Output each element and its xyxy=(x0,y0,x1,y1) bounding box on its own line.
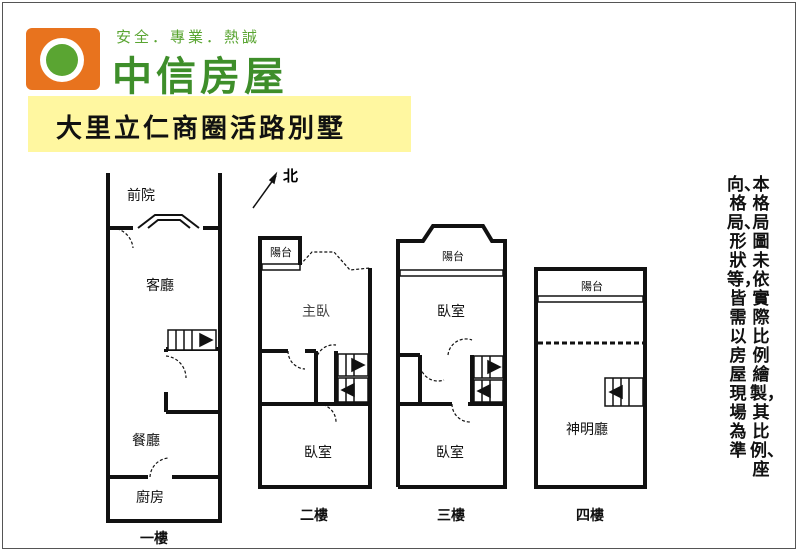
floor2-bay xyxy=(299,251,371,271)
compass-north-label: 北 xyxy=(283,167,299,185)
room-label-kitchen: 廚房 xyxy=(136,490,164,506)
floor-label-3: 三樓 xyxy=(437,508,465,524)
floor-label-4: 四樓 xyxy=(576,508,604,524)
floor2-door-swings xyxy=(287,344,337,423)
title-banner: 大里立仁商圈活路別墅 xyxy=(28,96,411,152)
room-label-f2-bedroom: 臥室 xyxy=(304,445,332,461)
floor1-door-swings xyxy=(111,227,187,478)
floor4-walls xyxy=(534,267,647,489)
floor3-stairs xyxy=(473,355,504,403)
room-label-f2-balcony: 陽台 xyxy=(270,246,292,259)
room-label-f4-balcony: 陽台 xyxy=(581,280,603,293)
room-label-f3-balcony: 陽台 xyxy=(442,250,464,263)
logo-globe-icon xyxy=(46,44,78,76)
room-label-living: 客廳 xyxy=(146,278,174,294)
floor4-stairs xyxy=(604,377,644,407)
floor1-bay-window xyxy=(137,214,200,229)
floor3-door-swings xyxy=(419,338,473,423)
floor2-stairs xyxy=(337,353,369,403)
slogan: 安全．專業．熱誠 xyxy=(116,28,261,46)
logo-circle xyxy=(40,38,84,82)
room-label-front-yard: 前院 xyxy=(127,188,155,204)
room-label-f3-bedroom-bottom: 臥室 xyxy=(436,445,464,461)
floor3-balcony-rail xyxy=(399,269,504,277)
floor-label-2: 二樓 xyxy=(300,508,328,524)
room-label-f3-bedroom-top: 臥室 xyxy=(437,304,465,320)
floor1-stairs xyxy=(167,329,217,351)
floor-label-1: 一樓 xyxy=(140,531,168,547)
room-label-shrine: 神明廳 xyxy=(566,422,608,438)
brand-name: 中信房屋 xyxy=(112,54,288,100)
floor4-balcony-rail xyxy=(537,295,644,303)
disclaimer-column-2: 向、格局、形狀等，皆需以房屋現場為準 xyxy=(727,175,761,461)
floor2-walls xyxy=(258,236,372,489)
compass-arrow-icon xyxy=(252,171,278,209)
floor2-balcony-rail xyxy=(261,263,301,271)
disclaimer-column-1: 本格局圖未依實際比例繪製，其比例、座 xyxy=(750,175,784,480)
room-label-dining: 餐廳 xyxy=(132,433,160,449)
room-label-master: 主臥 xyxy=(302,304,330,320)
logo-badge xyxy=(26,28,100,90)
page-title: 大里立仁商圈活路別墅 xyxy=(56,114,347,144)
floor3-walls xyxy=(396,224,507,489)
